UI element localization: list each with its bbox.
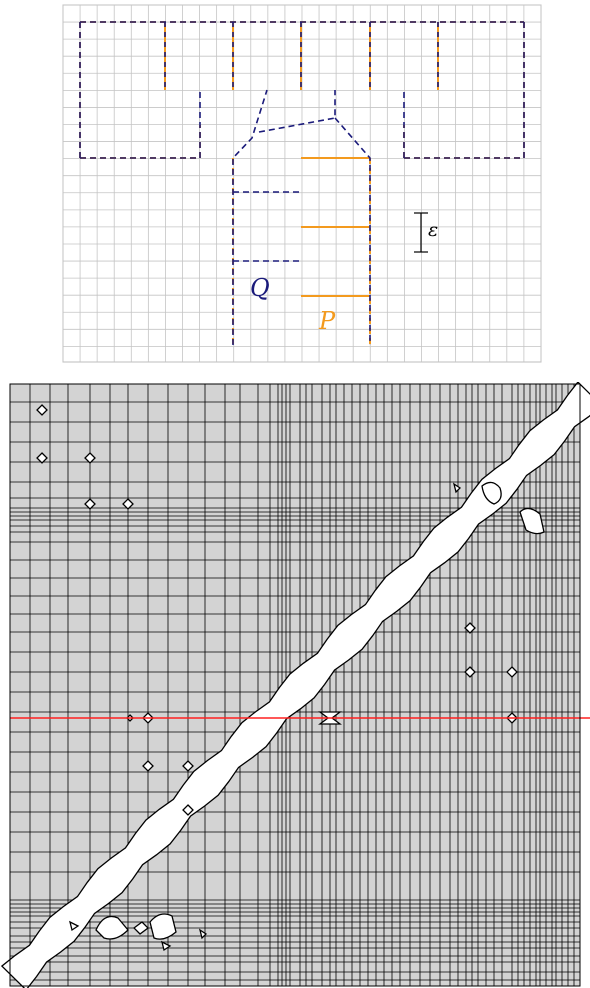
free-space-diamond bbox=[182, 760, 194, 772]
free-space-blob bbox=[133, 921, 149, 935]
free-space-blob bbox=[95, 915, 129, 940]
free-space-blob bbox=[149, 913, 177, 940]
free-space-blob bbox=[519, 507, 545, 535]
free-space-diamond bbox=[84, 452, 96, 464]
free-space-diagonal bbox=[0, 382, 590, 988]
free-space-diamond bbox=[84, 498, 96, 510]
free-space-diagram bbox=[0, 382, 590, 988]
curves-diagram: Q P ε bbox=[62, 4, 542, 363]
free-space-diamond bbox=[142, 760, 154, 772]
label-epsilon: ε bbox=[428, 219, 438, 241]
free-space-blob bbox=[481, 481, 502, 505]
label-q: Q bbox=[250, 274, 270, 302]
free-space-blob bbox=[161, 940, 172, 952]
label-p: P bbox=[318, 307, 336, 335]
free-space-diamond bbox=[464, 666, 476, 678]
free-space-blob bbox=[452, 482, 462, 494]
free-space-diamond bbox=[506, 666, 518, 678]
free-space-diamond bbox=[36, 404, 48, 416]
curve-q bbox=[79, 21, 525, 345]
free-space-blob bbox=[69, 920, 80, 932]
free-space-diamond bbox=[122, 498, 134, 510]
free-space-blob bbox=[198, 928, 208, 940]
free-space-border bbox=[9, 383, 581, 987]
epsilon-scale-bar bbox=[414, 212, 428, 253]
free-space-diamond bbox=[36, 452, 48, 464]
free-space-diamond bbox=[182, 804, 194, 816]
free-space-diamond bbox=[464, 622, 476, 634]
